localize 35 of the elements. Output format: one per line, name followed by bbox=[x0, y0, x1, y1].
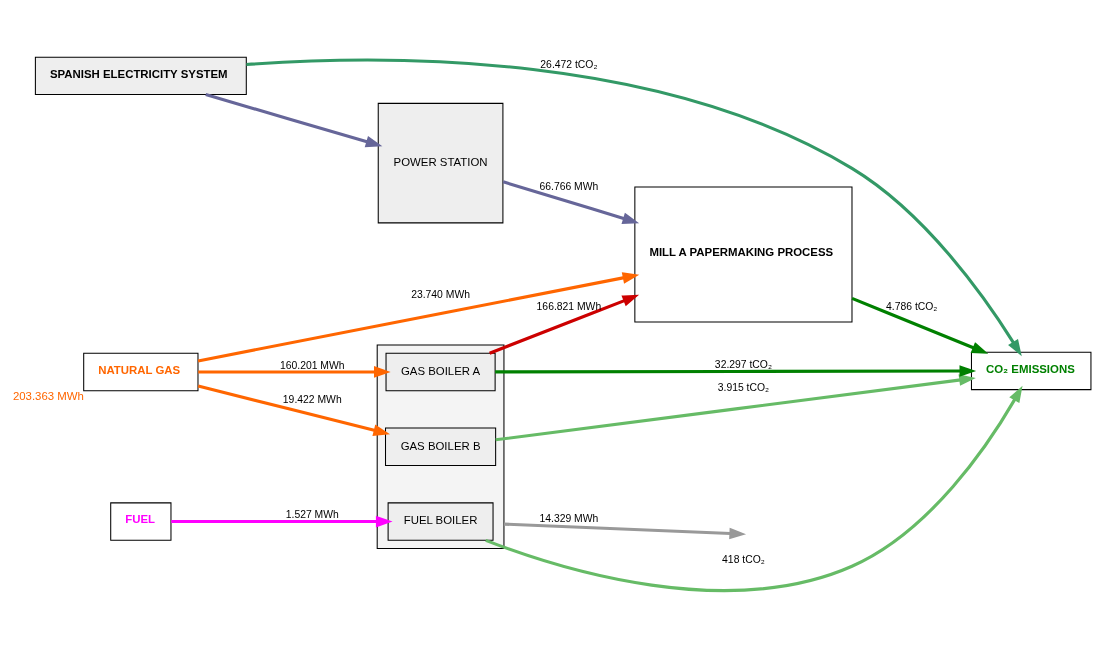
node-label: 203.363 MWh bbox=[12, 389, 84, 402]
edge-label: 166.821 MWh bbox=[536, 300, 602, 312]
edge-label: 160.201 MWh bbox=[279, 359, 345, 371]
edge-label: 1.527 MWh bbox=[285, 509, 339, 521]
arrow bbox=[197, 384, 391, 436]
node-box: FUEL bbox=[110, 502, 172, 541]
arrow bbox=[205, 93, 383, 148]
edge-label: 3.915 tCO₂ bbox=[717, 381, 770, 393]
arrow bbox=[485, 385, 1023, 593]
node-box: CO₂ EMISSIONS bbox=[970, 351, 1092, 391]
arrow bbox=[246, 58, 1022, 357]
arrow bbox=[198, 366, 391, 378]
edge-label: 418 tCO₂ bbox=[722, 554, 765, 566]
node-box: POWER STATION bbox=[377, 102, 504, 224]
arrow bbox=[495, 374, 976, 442]
edge-label: 32.297 tCO₂ bbox=[714, 358, 772, 370]
node-box: GAS BOILER A bbox=[385, 352, 496, 392]
node-box: NATURAL GAS bbox=[83, 352, 199, 392]
edge-label: 23.740 MWh bbox=[411, 289, 470, 301]
node-box: GAS BOILER B bbox=[385, 427, 497, 466]
arrow bbox=[495, 365, 977, 377]
arrow bbox=[503, 522, 747, 540]
arrow bbox=[502, 180, 640, 224]
edge-label: 4.786 tCO₂ bbox=[886, 300, 938, 312]
edge-label: 14.329 MWh bbox=[539, 512, 599, 524]
node-box: FUEL BOILER bbox=[387, 502, 494, 541]
arrow bbox=[851, 296, 989, 354]
edge-label: 26.472 tCO₂ bbox=[540, 58, 598, 70]
edge-label: 66.766 MWh bbox=[539, 181, 599, 193]
node-box: SPANISH ELECTRICITY SYSTEM bbox=[34, 56, 247, 96]
node-box: MILL A PAPERMAKING PROCESS bbox=[634, 186, 853, 323]
arrow bbox=[197, 272, 640, 363]
edge-label: 19.422 MWh bbox=[282, 394, 342, 406]
arrow bbox=[171, 515, 393, 528]
arrow bbox=[489, 294, 640, 355]
